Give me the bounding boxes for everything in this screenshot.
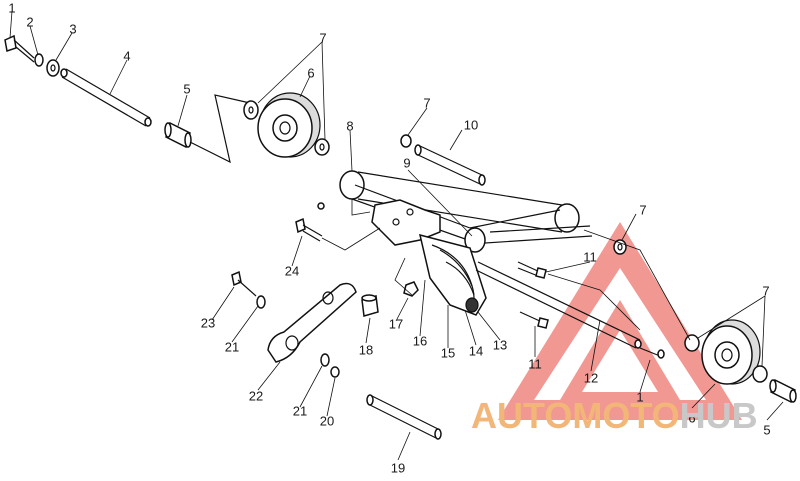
nut-small bbox=[317, 202, 325, 210]
idler-wheel-part-6-right bbox=[701, 319, 761, 385]
callout-15: 15 bbox=[440, 345, 456, 361]
center-bracket bbox=[371, 199, 441, 246]
idler-wheel-part-6-left bbox=[257, 92, 321, 158]
callout-12: 12 bbox=[583, 370, 599, 386]
bolt-part-24 bbox=[295, 217, 323, 242]
spacer-part-5 bbox=[164, 121, 192, 149]
callout-21: 21 bbox=[292, 403, 308, 419]
callout-4: 4 bbox=[123, 48, 131, 64]
callout-8: 8 bbox=[346, 118, 354, 134]
shaft-part-4 bbox=[60, 68, 152, 127]
washer-part-21-lower bbox=[320, 353, 330, 367]
link-arm-part-22 bbox=[267, 282, 357, 363]
callout-9: 9 bbox=[403, 155, 411, 171]
washer-part-7-right-b bbox=[752, 365, 768, 383]
callout-7: 7 bbox=[639, 202, 647, 218]
callout-20: 20 bbox=[319, 413, 335, 429]
callout-6: 6 bbox=[307, 65, 315, 81]
callout-1: 1 bbox=[8, 0, 16, 16]
callout-5: 5 bbox=[763, 422, 771, 438]
callout-6: 6 bbox=[688, 410, 696, 426]
callout-10: 10 bbox=[463, 117, 479, 133]
washer-part-7-left bbox=[243, 100, 259, 120]
washer-part-2 bbox=[34, 53, 44, 67]
nut-part-17 bbox=[403, 281, 419, 297]
callout-24: 24 bbox=[284, 263, 300, 279]
callout-3: 3 bbox=[69, 21, 77, 37]
shaft-part-10 bbox=[414, 144, 486, 186]
callout-22: 22 bbox=[248, 388, 264, 404]
watermark-text: AUTOMOTOHUB bbox=[471, 395, 758, 437]
callout-17: 17 bbox=[388, 316, 404, 332]
washer-part-7-right-top bbox=[613, 239, 627, 255]
callout-16: 16 bbox=[412, 333, 428, 349]
centerline-left bbox=[189, 94, 251, 164]
watermark-part2: HUB bbox=[679, 395, 758, 436]
leader-lines bbox=[9, 10, 784, 461]
bolt-part-11-upper bbox=[517, 261, 547, 279]
bolt-part-23 bbox=[231, 270, 257, 297]
callout-21: 21 bbox=[224, 339, 240, 355]
bolt-part-11-lower bbox=[519, 311, 549, 329]
callout-11: 11 bbox=[583, 249, 597, 265]
washer-part-3 bbox=[46, 59, 60, 77]
callout-1: 1 bbox=[636, 389, 644, 405]
shaft-part-19 bbox=[366, 394, 442, 440]
callout-23: 23 bbox=[200, 315, 216, 331]
callout-14: 14 bbox=[468, 343, 484, 359]
shaft-part-12 bbox=[475, 261, 642, 349]
watermark-logo bbox=[498, 222, 742, 420]
washer-part-7-top bbox=[400, 134, 412, 148]
nut-part-20 bbox=[330, 366, 340, 378]
callout-7: 7 bbox=[423, 95, 431, 111]
washer-part-7-right-a bbox=[684, 334, 700, 352]
spring-assembly-parts-13-16 bbox=[418, 233, 487, 316]
callout-7: 7 bbox=[762, 283, 770, 299]
callout-11: 11 bbox=[528, 356, 542, 372]
callout-7: 7 bbox=[319, 30, 327, 46]
callout-13: 13 bbox=[492, 337, 508, 353]
washer-part-7-left-b bbox=[314, 138, 330, 156]
bolt-part-1 bbox=[4, 34, 35, 63]
spacer-part-5-right bbox=[769, 378, 797, 404]
bushing-part-18 bbox=[361, 294, 379, 317]
guide-lines bbox=[321, 199, 691, 341]
watermark-part1: AUTOMOTO bbox=[471, 395, 680, 436]
callout-19: 19 bbox=[390, 460, 406, 476]
callout-2: 2 bbox=[26, 14, 34, 30]
bolt-part-1-right bbox=[639, 347, 665, 359]
callout-5: 5 bbox=[183, 81, 191, 97]
washer-part-21-upper bbox=[256, 295, 266, 309]
callout-18: 18 bbox=[358, 342, 374, 358]
